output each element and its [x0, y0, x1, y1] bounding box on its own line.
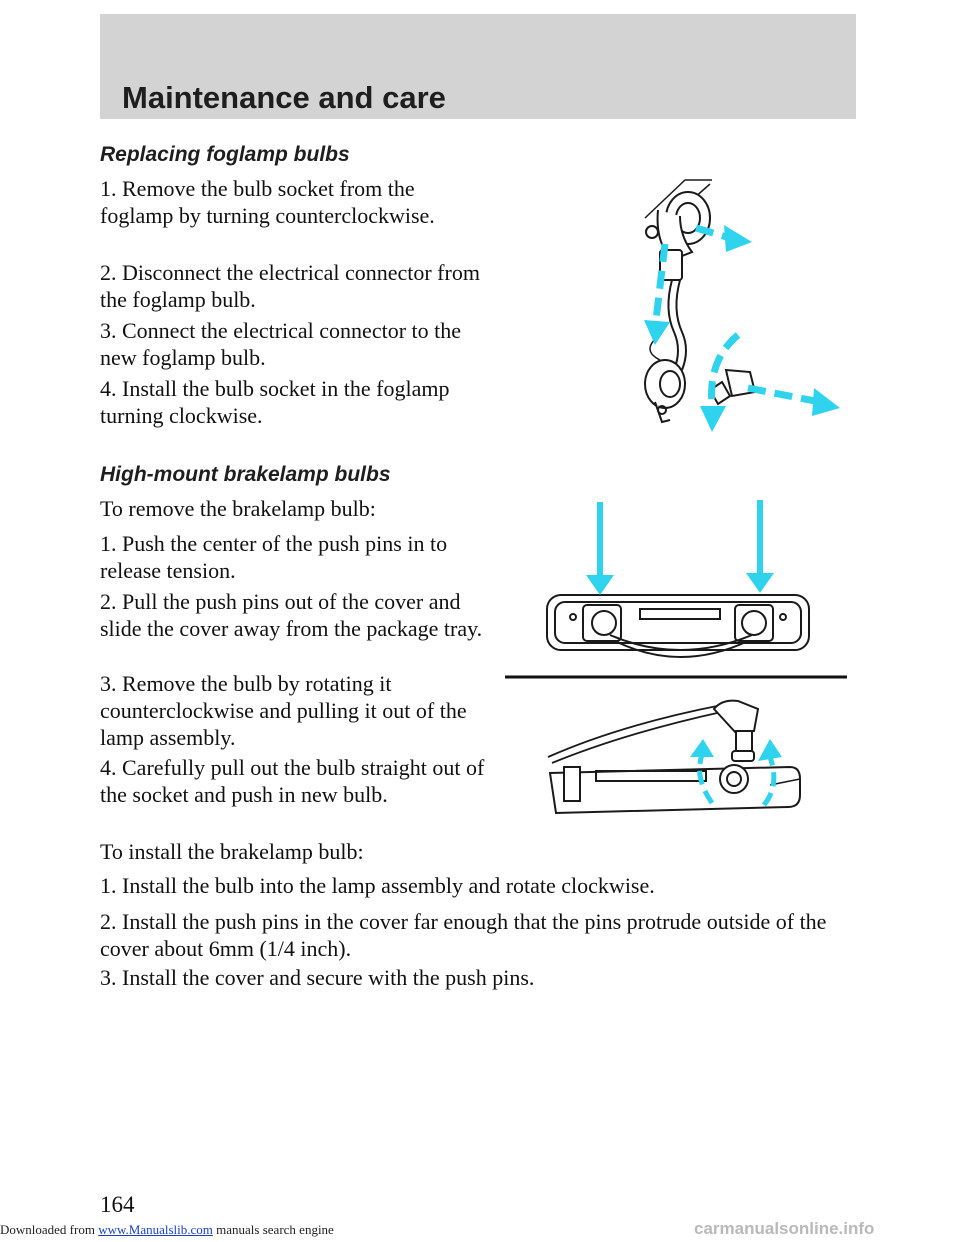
- foglamp-illustration: [644, 179, 840, 432]
- brakelamp-install-step-2: 2. Install the push pins in the cover fa…: [100, 909, 827, 961]
- page-number: 164: [100, 1192, 135, 1217]
- brakelamp-remove-step-2: 2. Pull the push pins out of the cover a…: [100, 589, 483, 641]
- brakelamp-illustration: [505, 500, 847, 815]
- foglamp-step-1: 1. Remove the bulb socket from the fogla…: [100, 176, 435, 228]
- footer-prefix: Downloaded from: [0, 1222, 99, 1237]
- brakelamp-remove-step-1: 1. Push the center of the push pins in t…: [100, 531, 448, 583]
- manualslib-link[interactable]: www.Manualslib.com: [98, 1222, 213, 1237]
- brakelamp-heading: High-mount brakelamp bulbs: [100, 463, 391, 486]
- watermark: carmanualsonline.info: [694, 1219, 875, 1238]
- section-header-band: Maintenance and care: [100, 14, 856, 119]
- brakelamp-remove-step-3: 3. Remove the bulb by rotating it counte…: [100, 671, 467, 750]
- foglamp-step-2: 2. Disconnect the electrical connector f…: [100, 260, 480, 312]
- foglamp-step-4: 4. Install the bulb socket in the foglam…: [100, 376, 450, 428]
- brakelamp-remove-step-4: 4. Carefully pull out the bulb straight …: [100, 755, 485, 807]
- section-title: Maintenance and care: [122, 80, 446, 115]
- brakelamp-install-step-3: 3. Install the cover and secure with the…: [100, 965, 535, 990]
- brakelamp-remove-intro: To remove the brakelamp bulb:: [100, 496, 376, 521]
- brakelamp-install-intro: To install the brakelamp bulb:: [100, 839, 364, 864]
- brakelamp-install-step-1: 1. Install the bulb into the lamp assemb…: [100, 873, 655, 898]
- foglamp-heading: Replacing foglamp bulbs: [100, 143, 350, 166]
- download-footer: Downloaded from www.Manualslib.com manua…: [0, 1222, 334, 1238]
- footer-suffix: manuals search engine: [212, 1222, 334, 1237]
- foglamp-step-3: 3. Connect the electrical connector to t…: [100, 318, 462, 370]
